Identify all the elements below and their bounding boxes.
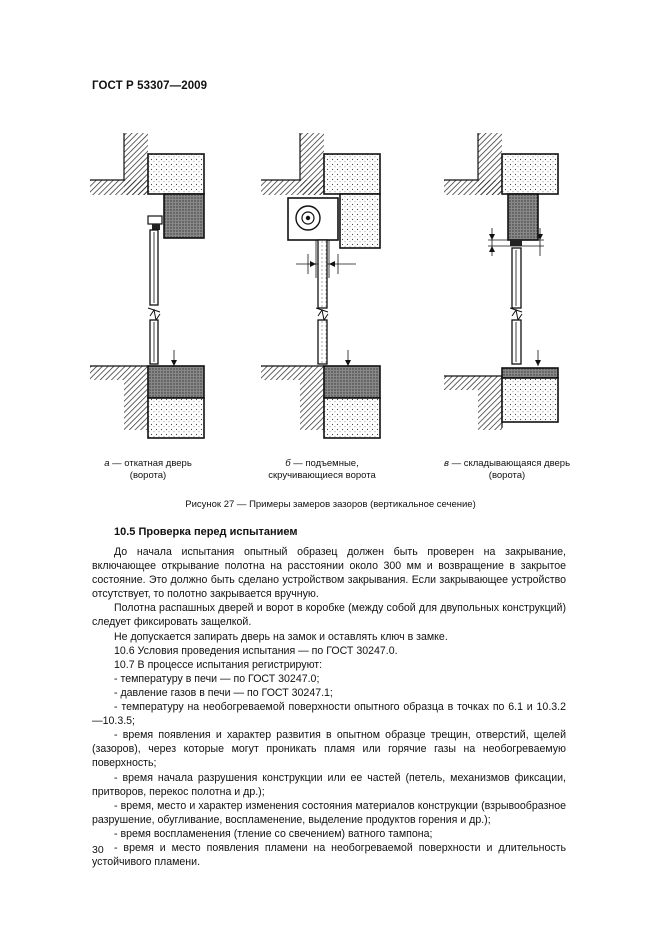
paragraph: Полотна распашных дверей и ворот в короб… <box>92 602 566 629</box>
figure-title: Рисунок 27 — Примеры замеров зазоров (ве… <box>185 499 476 510</box>
paragraph: До начала испытания опытный образец долж… <box>92 546 566 601</box>
paragraph: 10.7 В процессе испытания регистрируют: <box>114 658 323 671</box>
list-item: - температуру на необогреваемой поверхно… <box>92 701 566 728</box>
caption-a-line2: (ворота) <box>129 470 167 481</box>
caption-a: а — откатная дверь (ворота) <box>92 458 204 482</box>
list-item: - время, место и характер изменения сост… <box>92 799 566 826</box>
caption-c: в — складывающаяся дверь (ворота) <box>434 458 580 482</box>
caption-c-letter: в <box>443 458 449 469</box>
drawing-c <box>444 133 559 430</box>
caption-b-line2: скручивающиеся ворота <box>268 470 376 481</box>
document-header: ГОСТ Р 53307—2009 <box>92 80 208 92</box>
section-title: 10.5 Проверка перед испытанием <box>114 526 298 538</box>
list-item: - время начала разрушения конструкции ил… <box>92 771 566 798</box>
paragraph: Не допускается запирать дверь на замок и… <box>114 630 448 643</box>
list-item: - температуру в печи — по ГОСТ 30247.0; <box>114 672 320 685</box>
caption-c-line1: — складывающаяся дверь <box>451 458 571 469</box>
caption-b-letter: б <box>285 458 291 469</box>
caption-c-line2: (ворота) <box>488 470 526 481</box>
list-item: - время воспламенения (тление со свечени… <box>114 827 433 840</box>
caption-a-letter: а <box>104 458 110 469</box>
drawing-b <box>261 133 381 439</box>
paragraph: 10.6 Условия проведения испытания — по Г… <box>114 644 398 657</box>
caption-b-line1: — подъемные, <box>293 458 359 469</box>
section-body: До начала испытания опытный образец долж… <box>92 545 566 869</box>
drawing-a <box>90 133 205 439</box>
figure-27-drawings <box>90 133 559 439</box>
caption-a-line1: — откатная дверь <box>112 458 192 469</box>
page-number: 30 <box>92 844 104 856</box>
list-item: - время появления и характер развития в … <box>92 729 566 770</box>
list-item: - давление газов в печи — по ГОСТ 30247.… <box>114 686 333 699</box>
list-item: - время и место появления пламени на нео… <box>92 841 566 869</box>
caption-b: б — подъемные, скручивающиеся ворота <box>254 458 390 482</box>
